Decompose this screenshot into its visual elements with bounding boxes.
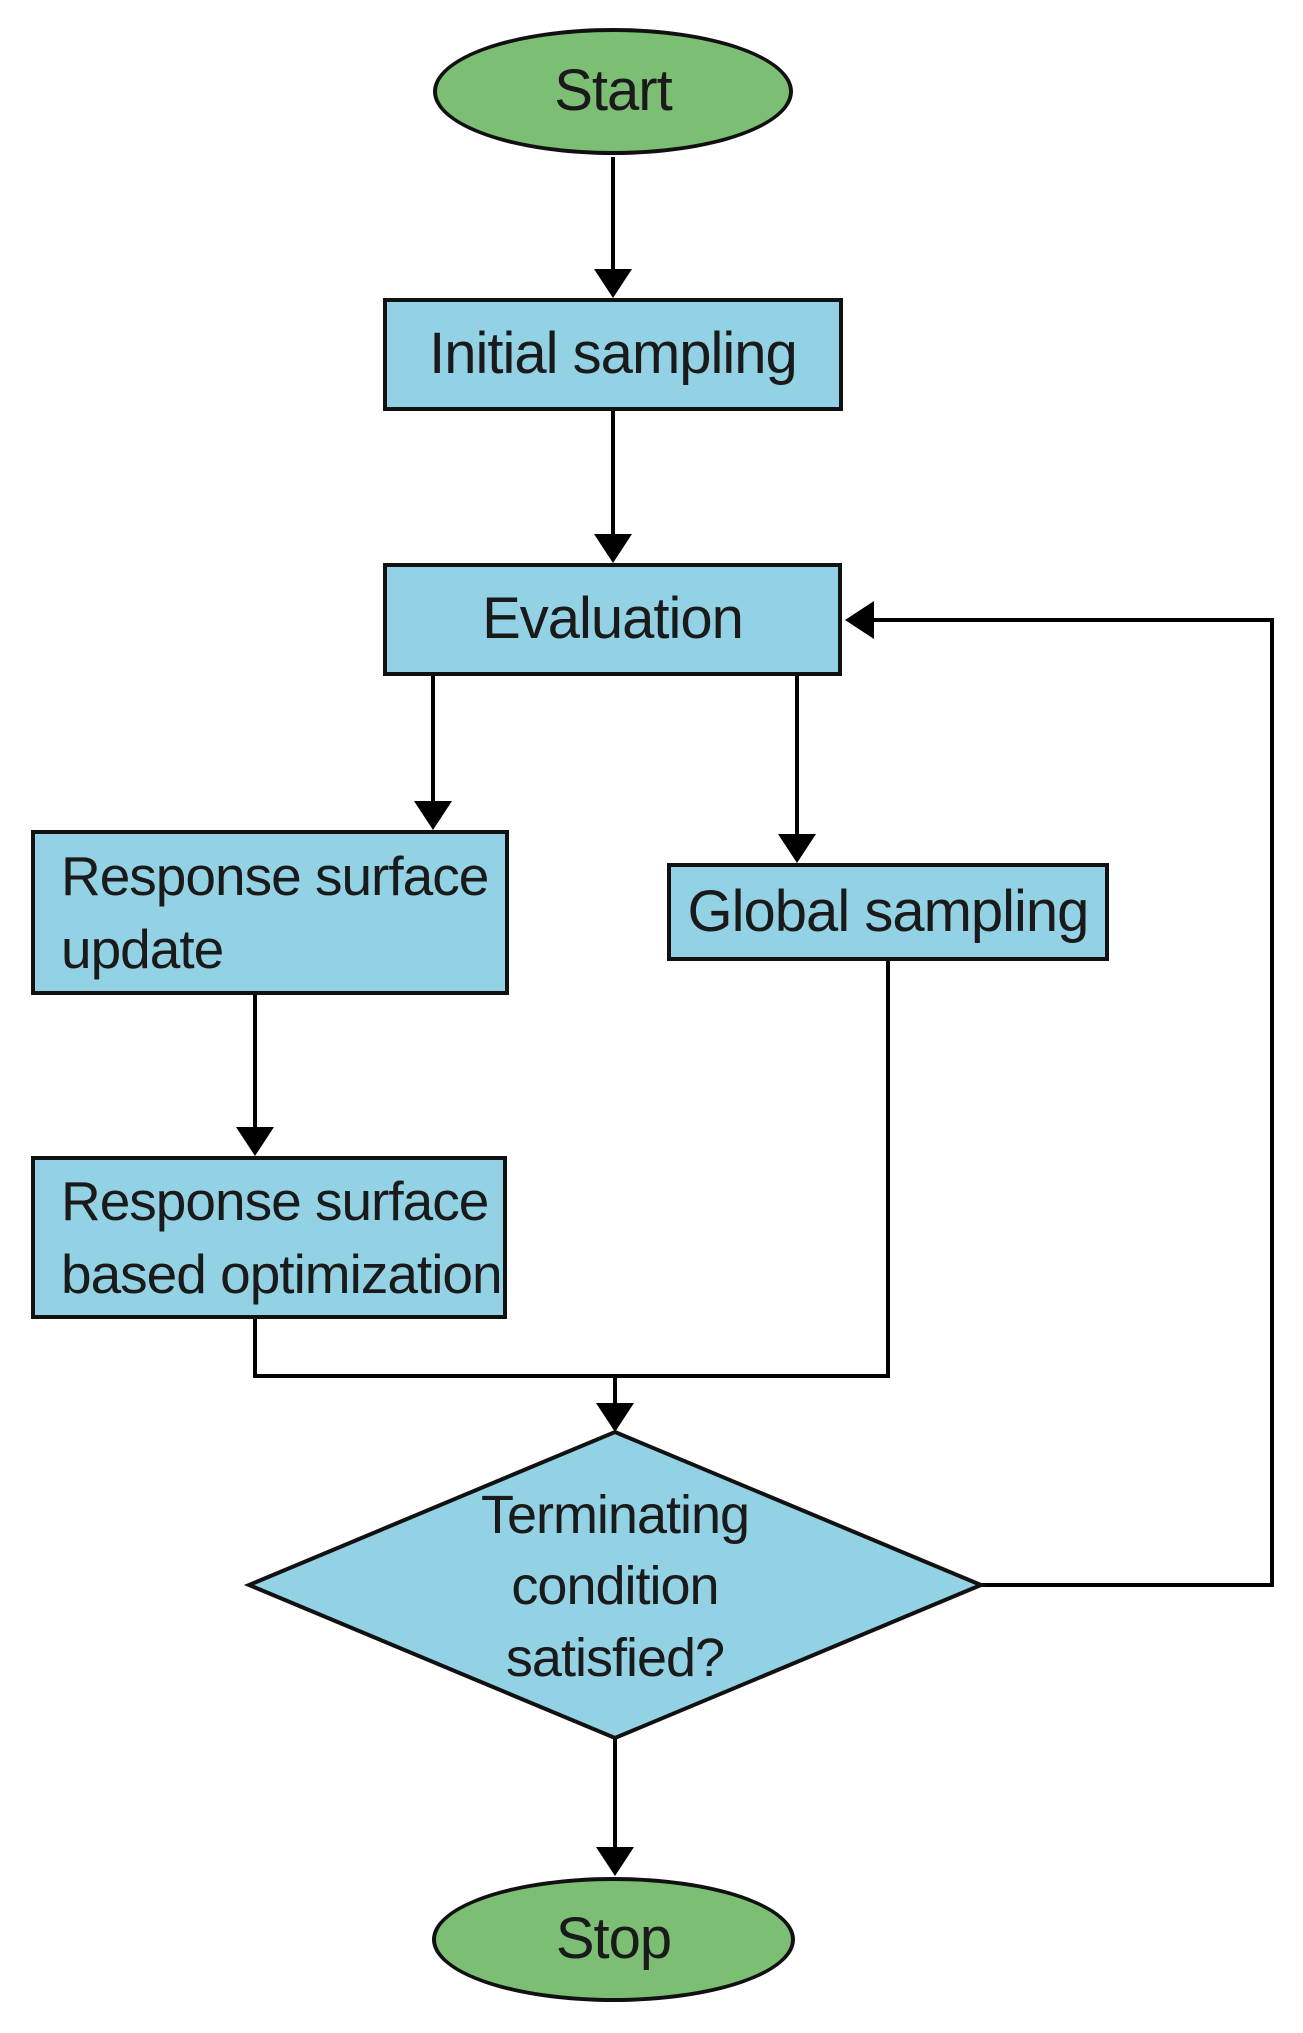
- start-label: Start: [554, 58, 672, 124]
- node-initial-sampling: Initial sampling: [383, 298, 843, 411]
- arrowhead-response-surface-update: [414, 801, 452, 830]
- initial-sampling-label: Initial sampling: [429, 321, 798, 387]
- arrowhead-rsbo: [236, 1127, 274, 1156]
- node-response-surface-update: Response surface update: [31, 830, 509, 995]
- node-evaluation: Evaluation: [383, 563, 842, 676]
- response-surface-based-optimization-label: Response surface based optimization: [61, 1169, 503, 1305]
- node-response-surface-based-optimization: Response surface based optimization: [31, 1156, 507, 1319]
- node-start: Start: [433, 28, 793, 155]
- response-surface-update-label: Response surface update: [61, 844, 489, 980]
- arrowhead-global-sampling: [778, 834, 816, 863]
- edge-rsbo-merge-line: [253, 1317, 888, 1378]
- terminating-condition-label: Terminating condition satisfied?: [480, 1485, 750, 1688]
- stop-label: Stop: [555, 1906, 672, 1972]
- arrowhead-terminating-condition: [596, 1403, 634, 1432]
- node-stop: Stop: [432, 1877, 795, 2002]
- arrowhead-initial-sampling: [594, 269, 632, 298]
- evaluation-label: Evaluation: [482, 586, 744, 652]
- global-sampling-label: Global sampling: [687, 878, 1090, 944]
- terminating-condition-diamond: [243, 1429, 987, 1741]
- arrowhead-evaluation-top: [594, 534, 632, 563]
- node-global-sampling: Global sampling: [667, 863, 1109, 961]
- arrowhead-stop: [596, 1847, 634, 1876]
- edge-terminating-condition-to-evaluation: [874, 618, 1274, 1587]
- terminating-condition-label-box: Terminating condition satisfied?: [365, 1462, 865, 1712]
- arrowhead-evaluation-right: [845, 601, 874, 639]
